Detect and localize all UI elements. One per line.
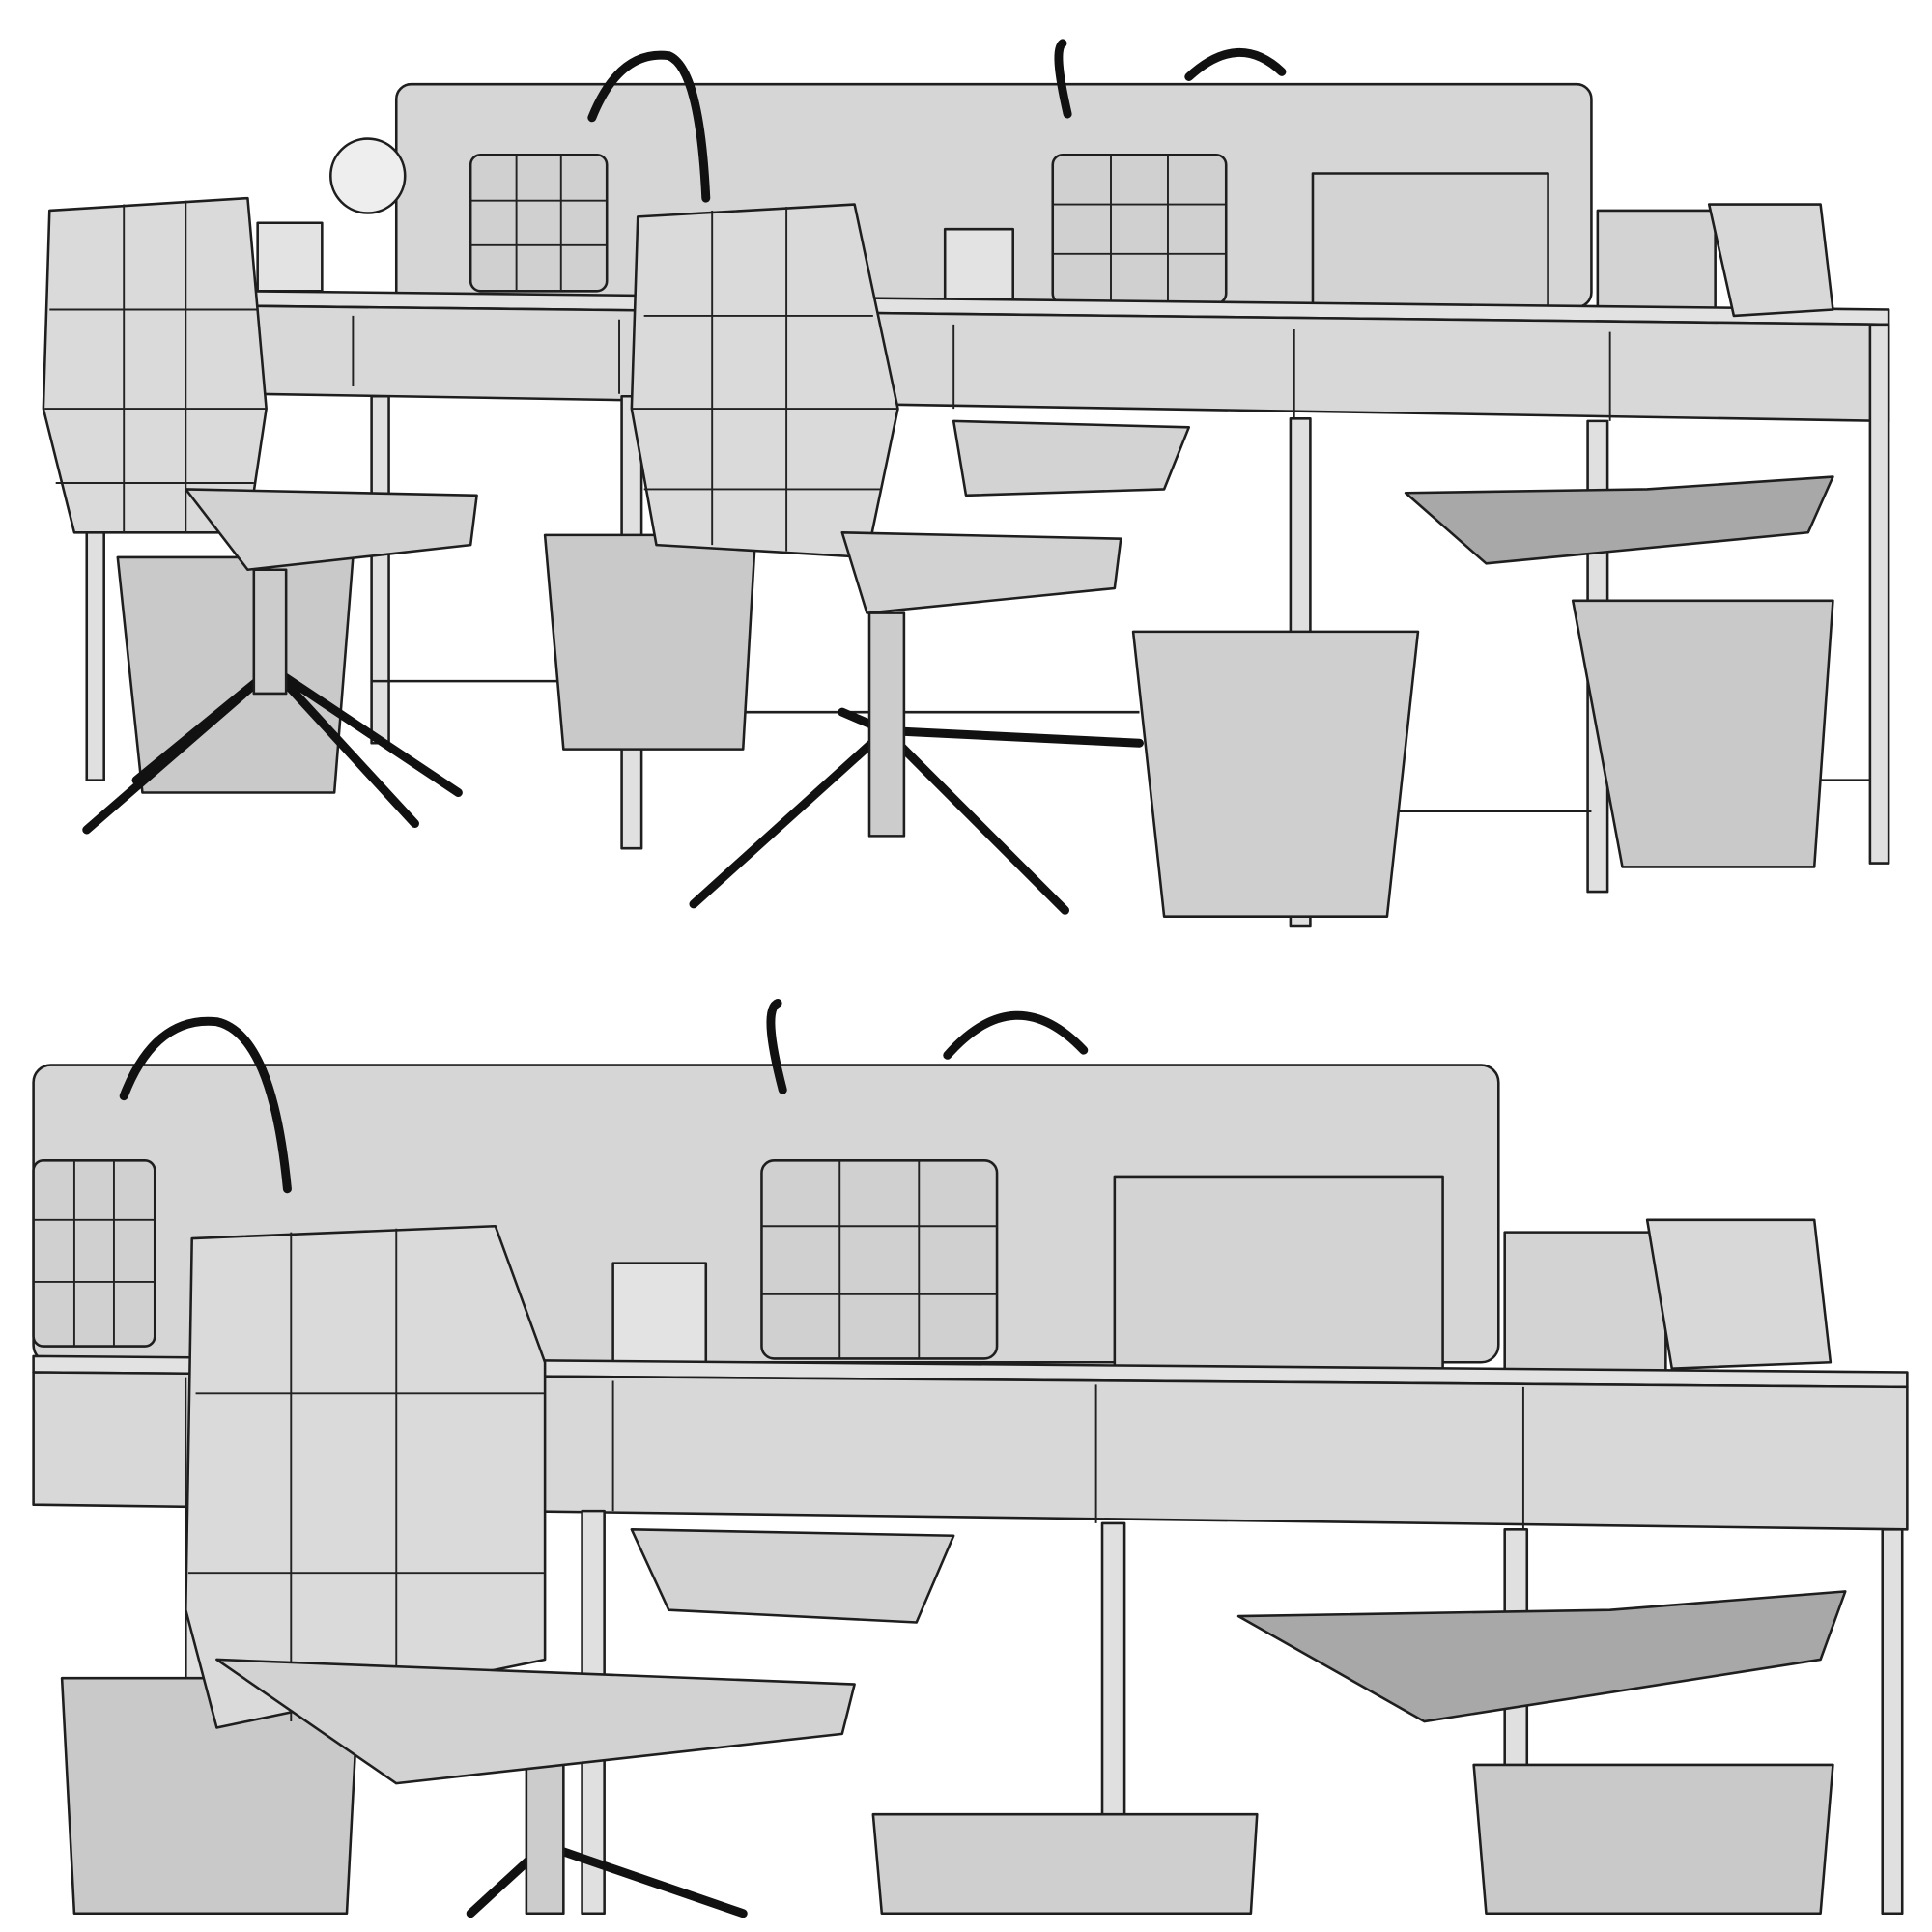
desk-lamp <box>119 1016 292 1194</box>
office-chair <box>185 1224 856 1918</box>
desk-lamp <box>943 1010 1089 1060</box>
pencil-cup <box>611 1262 708 1364</box>
chair-column <box>252 568 288 696</box>
chair-column <box>867 611 906 838</box>
chair-seat-rear <box>952 419 1191 497</box>
chair-seat <box>840 531 1122 614</box>
basket-grid <box>1052 155 1227 304</box>
drawer-lines <box>185 1377 1524 1530</box>
chair-base <box>689 707 1144 915</box>
plant-pot <box>256 221 324 293</box>
chair-seat <box>185 488 478 572</box>
chair-seat-rear <box>1404 475 1834 565</box>
file-tray <box>1503 1231 1667 1377</box>
desk-lamp <box>587 50 711 203</box>
office-chair <box>630 203 1144 915</box>
bottom-view <box>32 998 1909 1918</box>
drawer-lines <box>352 315 1611 421</box>
chair-back-rear <box>1707 203 1834 318</box>
chair-column <box>525 1757 565 1916</box>
wire-basket <box>760 1159 999 1360</box>
chair-back <box>185 1224 547 1729</box>
chair-seat-rear <box>1236 1590 1847 1723</box>
chair-base <box>82 664 463 835</box>
wire-basket <box>1051 153 1228 305</box>
chair-back-rear <box>1645 1218 1833 1370</box>
waste-bins <box>60 1676 1834 1916</box>
chair-base <box>466 1840 748 1918</box>
chair-seat <box>215 1658 856 1785</box>
file-tray <box>1596 209 1717 311</box>
chair-seat-rear <box>630 1528 955 1624</box>
basket-grid <box>470 155 608 292</box>
desk-lamp <box>1054 39 1072 119</box>
desk-drawer-band <box>240 304 1890 423</box>
wire-basket <box>469 153 609 293</box>
chair-back <box>630 203 899 559</box>
pencil-cup <box>943 227 1014 305</box>
top-view <box>42 39 1890 928</box>
desk-organizer <box>1113 1175 1444 1377</box>
clock <box>329 137 407 214</box>
basket-grid <box>761 1160 998 1359</box>
desk-organizer <box>1311 172 1549 311</box>
wire-basket <box>32 1159 156 1348</box>
office-chair <box>42 196 478 835</box>
basket-grid <box>33 1160 156 1347</box>
desk-lamp <box>766 998 787 1094</box>
desk-lamp <box>1184 47 1287 81</box>
waste-bins <box>116 533 1834 919</box>
